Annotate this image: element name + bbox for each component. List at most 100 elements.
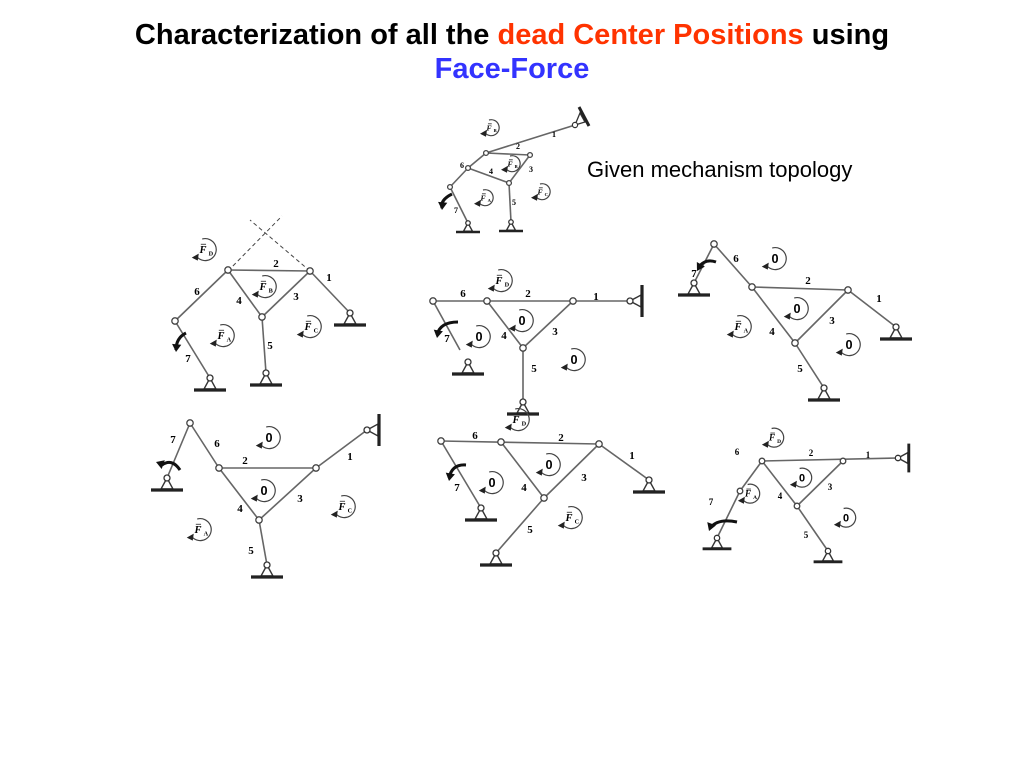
link-bar: [189, 422, 220, 469]
link-bar: [739, 460, 763, 492]
face-force-sub-a: A: [753, 495, 757, 501]
link-number-5: 5: [527, 524, 533, 536]
rotation-arc: [191, 517, 212, 542]
link-number-7: 7: [454, 482, 460, 494]
joint: [839, 457, 847, 465]
link-bar: [796, 460, 844, 507]
joint: [464, 164, 472, 172]
joint: [497, 438, 505, 446]
joint: [492, 549, 500, 557]
rotation-arc: [256, 274, 277, 299]
arrow-head: [726, 330, 734, 338]
link-bar: [440, 440, 482, 509]
joint: [262, 369, 270, 377]
input-arrow-head: [438, 201, 448, 210]
arrow-head: [480, 129, 487, 137]
link-number-1: 1: [326, 272, 332, 284]
link-number-6: 6: [194, 286, 200, 298]
link-bar: [794, 342, 825, 389]
face-force-a: F: [480, 193, 485, 202]
zero-face-force: 0: [475, 330, 482, 344]
arrow-head: [833, 520, 841, 528]
link-bar: [174, 269, 229, 322]
arrow-head: [504, 423, 512, 431]
link-bar: [598, 443, 650, 481]
link-bar: [440, 440, 600, 445]
link-number-5: 5: [531, 363, 537, 375]
link-number-3: 3: [828, 482, 833, 492]
rotation-arc: [788, 296, 809, 321]
link-number-5: 5: [797, 363, 803, 375]
link-number-1: 1: [347, 451, 353, 463]
face-force-c: F: [537, 187, 542, 196]
link-number-2: 2: [809, 448, 814, 458]
arrow-head: [508, 324, 516, 332]
link-number-1: 1: [629, 450, 635, 462]
rotation-arc: [335, 494, 356, 519]
link-number-7: 7: [454, 206, 458, 215]
joint: [263, 561, 271, 569]
rotation-arc: [565, 347, 586, 372]
face-force-c: F: [338, 502, 346, 513]
joint: [258, 313, 266, 321]
link-number-3: 3: [297, 493, 303, 505]
link-bar: [315, 429, 368, 469]
link-bar: [796, 505, 829, 552]
dead-center-line: [249, 219, 311, 272]
joint: [346, 309, 354, 317]
face-force-sub-c: C: [314, 328, 319, 335]
joint: [482, 149, 490, 157]
link-number-1: 1: [876, 293, 882, 305]
link-number-3: 3: [293, 291, 299, 303]
rotation-arc: [838, 507, 857, 528]
rotation-arc: [484, 119, 500, 137]
link-bar: [713, 243, 753, 288]
input-arrow-head: [707, 522, 716, 531]
face-force-sub-d: D: [505, 282, 510, 289]
joint: [477, 504, 485, 512]
joint: [224, 266, 232, 274]
joint: [645, 476, 653, 484]
face-force-sub-c: C: [348, 508, 353, 515]
link-bar: [761, 460, 798, 507]
arrow-head: [186, 533, 194, 541]
input-arrow-head: [172, 343, 182, 352]
face-force-d: F: [199, 245, 207, 256]
zero-face-force: 0: [488, 476, 495, 490]
link-number-1: 1: [552, 130, 556, 139]
joint: [824, 547, 832, 555]
face-force-sub-a: A: [488, 198, 492, 203]
rotation-arc: [513, 308, 534, 333]
face-force-b: F: [507, 159, 512, 168]
rotation-arc: [535, 183, 551, 201]
link-bar: [500, 441, 545, 499]
face-force-d: F: [512, 415, 520, 426]
joint: [255, 516, 263, 524]
face-force-sub-a: A: [744, 328, 749, 335]
link-number-7: 7: [444, 333, 450, 345]
zero-face-force: 0: [845, 338, 852, 352]
rotation-arc: [483, 470, 504, 495]
ground-bar: [577, 106, 591, 127]
arrow-head: [296, 330, 304, 338]
link-number-2: 2: [558, 432, 564, 444]
joint: [595, 440, 603, 448]
input-arrow-head: [445, 472, 455, 481]
rotation-arc: [260, 425, 281, 450]
link-number-5: 5: [512, 198, 516, 207]
zero-face-force: 0: [260, 484, 267, 498]
zero-face-force: 0: [545, 458, 552, 472]
page-title: Characterization of all the dead Center …: [0, 18, 1024, 86]
joint: [215, 464, 223, 472]
link-number-6: 6: [472, 430, 478, 442]
arrow-head: [557, 521, 565, 529]
link-bar: [227, 269, 311, 272]
rotation-arc: [540, 452, 561, 477]
zero-face-force: 0: [265, 431, 272, 445]
joint: [508, 219, 514, 225]
link-number-2: 2: [805, 275, 811, 287]
zero-face-force: 0: [518, 314, 525, 328]
